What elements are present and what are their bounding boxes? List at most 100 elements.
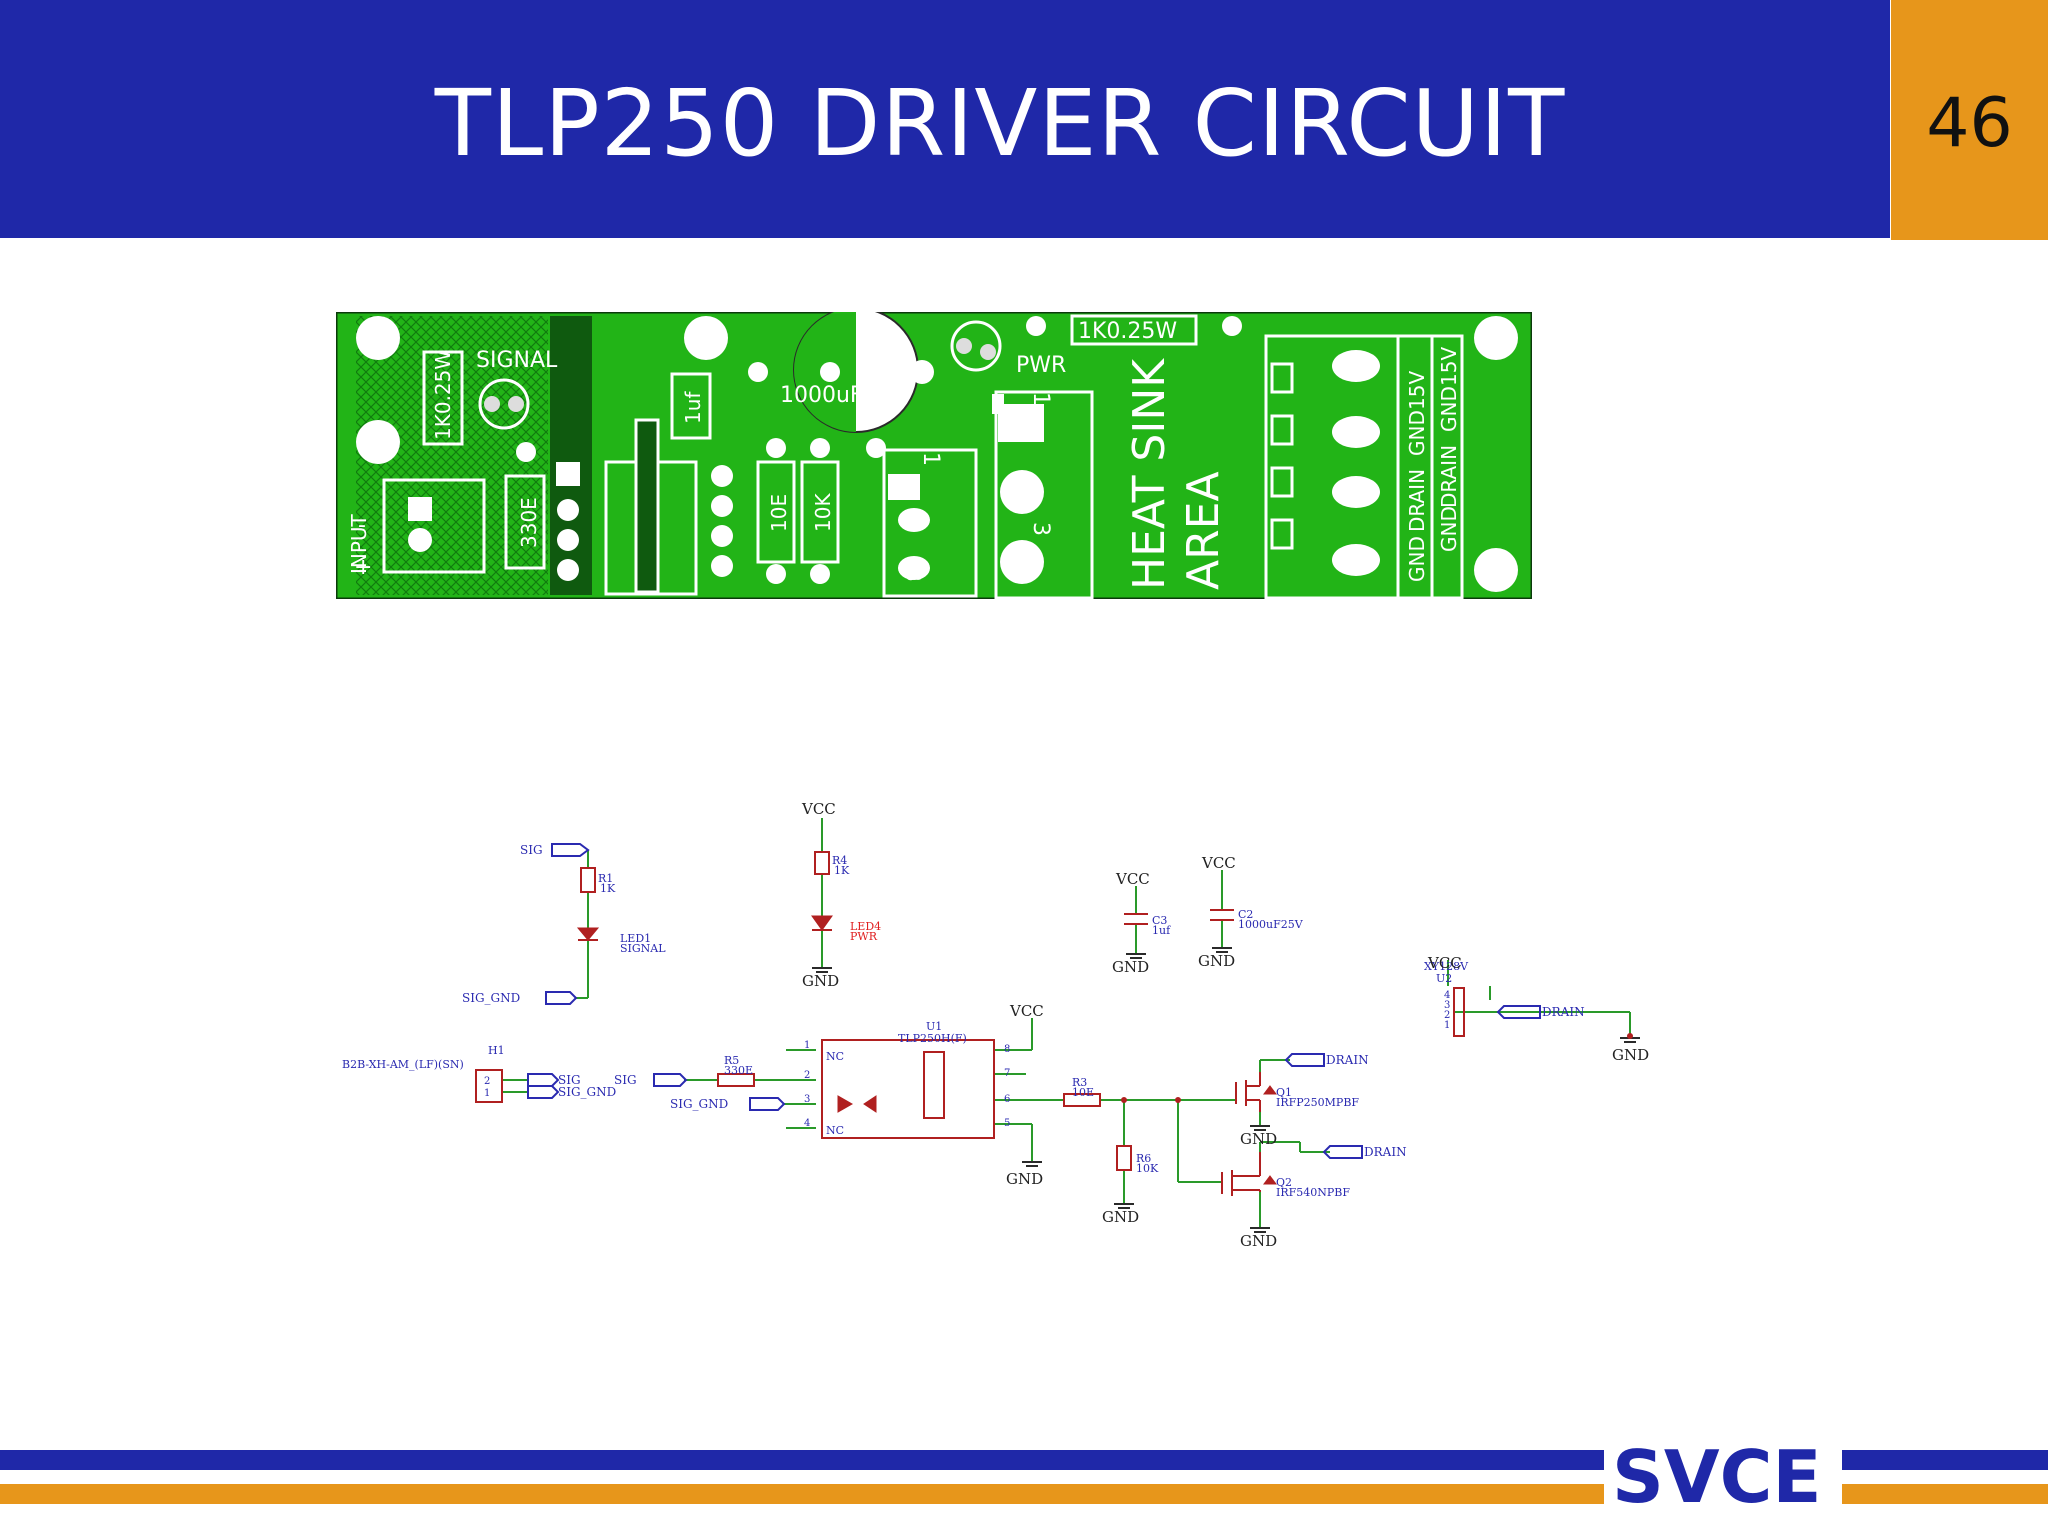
r5-value: 330E [724,1064,753,1077]
net-sig: SIG [520,843,543,857]
h1-pin-2: 2 [484,1076,490,1087]
slide-number-box: 46 [1891,0,2048,240]
net-sig: SIG [558,1073,581,1087]
q2-value: IRF540NPBF [1276,1186,1350,1199]
r6-ref: R6 [1136,1152,1151,1165]
net-vcc: VCC [1115,870,1150,888]
pcb-label-area: AREA [1178,471,1229,590]
q1-value: IRFP250MPBF [1276,1096,1359,1109]
net-vcc: VCC [1009,1002,1044,1020]
net-drain: DRAIN [1542,1005,1585,1019]
r5-ref: R5 [724,1054,739,1067]
net-gnd: GND [1006,1170,1043,1188]
svg-text:SVCE: SVCE [1612,1440,1822,1510]
footer-bar-orange-right [1842,1484,2048,1504]
u2-pin-3: 3 [1444,1000,1450,1011]
pin-nc: NC [826,1050,844,1063]
r6-value: 10K [1136,1162,1159,1175]
u2-pin-2: 2 [1444,1010,1450,1021]
pcb-label-r5: 330E [517,497,541,548]
pcb-pin-3b: 3 [1028,522,1053,536]
schematic-diagram: SIG SIG_GND SIG SIG_GND SIG SIG_GND DRAI… [342,800,1649,1250]
pcb-label-gnd: GND [1437,386,1461,432]
net-vcc: VCC [801,800,836,818]
net-gnd: GND [1240,1232,1277,1250]
u1-pin-7: 7 [1004,1068,1010,1079]
u1-pin-5: 5 [1004,1118,1010,1129]
net-gnd: GND [1198,952,1235,970]
q2-ref: Q2 [1276,1176,1292,1189]
u1-pin-2: 2 [804,1070,810,1081]
svce-logo: SVCE [1612,1440,1822,1510]
pcb-label-drain: DRAIN [1437,445,1461,508]
r1-value: 1K [600,882,616,895]
net-vcc: VCC [1201,854,1236,872]
net-sig-gnd: SIG_GND [462,991,520,1005]
r1-ref: R1 [598,872,613,885]
mount-hole [684,316,728,360]
r4-ref: R4 [832,854,847,867]
r4-value: 1K [834,864,850,877]
pcb-label-r4: 1K0.25W [1078,319,1177,344]
net-sig-gnd: SIG_GND [558,1085,616,1099]
pcb-label-r3: 10E [767,494,791,532]
mount-hole [356,420,400,464]
u2-pin-4: 4 [1444,990,1450,1001]
net-drain: DRAIN [1326,1053,1369,1067]
u2-ref: U2 [1436,972,1452,985]
pcb-label-signal: SIGNAL [476,348,558,373]
net-sig: SIG [614,1073,637,1087]
pcb-pin-1: 1 [918,452,943,466]
u1-pin-6: 6 [1004,1094,1010,1105]
u1-pin-3: 3 [804,1094,810,1105]
net-drain: DRAIN [1364,1145,1407,1159]
footer-bar-orange [0,1484,1604,1504]
pcb-label-heatsink: HEAT SINK [1124,358,1175,590]
h1-value: B2B-XH-AM_(LF)(SN) [342,1058,464,1071]
pcb-label-gnd: GND [1405,536,1429,582]
net-vcc: VCC [1427,954,1462,972]
c2-value: 1000uF25V [1238,918,1304,931]
net-gnd: GND [1612,1046,1649,1064]
footer-bar-blue-right [1842,1450,2048,1470]
led1-ref: LED1 [620,932,651,945]
h1-ref: H1 [488,1044,505,1057]
net-sig-gnd: SIG_GND [670,1097,728,1111]
r3-value: 10E [1072,1086,1094,1099]
mount-hole [356,316,400,360]
c3-ref: C3 [1152,914,1167,927]
pcb-label-drain: DRAIN [1405,469,1429,532]
pcb-label-r1: 1K0.25W [431,350,455,440]
pcb-pin-1b: 1 [1028,392,1053,406]
u1-pin-8: 8 [1004,1044,1010,1055]
pin-nc: NC [826,1124,844,1137]
h1-pin-1: 1 [484,1088,490,1099]
net-gnd: GND [1112,958,1149,976]
led4-value: PWR [850,930,878,943]
u1-value: TLP250H(F) [898,1032,967,1045]
pcb-label-15v: 15V [1437,347,1461,386]
pcb-label-input: INPUT [347,513,371,574]
c3-value: 1uf [1152,924,1171,937]
pcb-sign-minus: - [358,513,366,538]
u2-pin-1: 1 [1444,1020,1450,1031]
pcb-layout-image: 1000uF25V 1K0.25W SIGNAL INPUT 330E 1uf … [336,312,1532,599]
mount-hole [1474,316,1518,360]
led1-value: SIGNAL [620,942,666,955]
u2-value: XY128V [1424,960,1469,973]
title-bar [0,0,1890,238]
pcb-label-pwr: PWR [1016,353,1066,378]
footer-bar-blue [0,1450,1604,1470]
pcb-label-15v: 15V [1405,371,1429,410]
slide-title: TLP250 DRIVER CIRCUIT [434,70,1566,177]
pcb-label-gnd: GND [1437,506,1461,552]
u1-pin-4: 4 [804,1118,810,1129]
c2-ref: C2 [1238,908,1253,921]
net-gnd: GND [802,972,839,990]
mount-hole [1474,548,1518,592]
r3-ref: R3 [1072,1076,1087,1089]
slide-number: 46 [1926,84,2013,163]
pcb-label-c3: 1uf [681,391,705,424]
u1-ref: U1 [926,1020,942,1033]
net-gnd: GND [1240,1130,1277,1148]
